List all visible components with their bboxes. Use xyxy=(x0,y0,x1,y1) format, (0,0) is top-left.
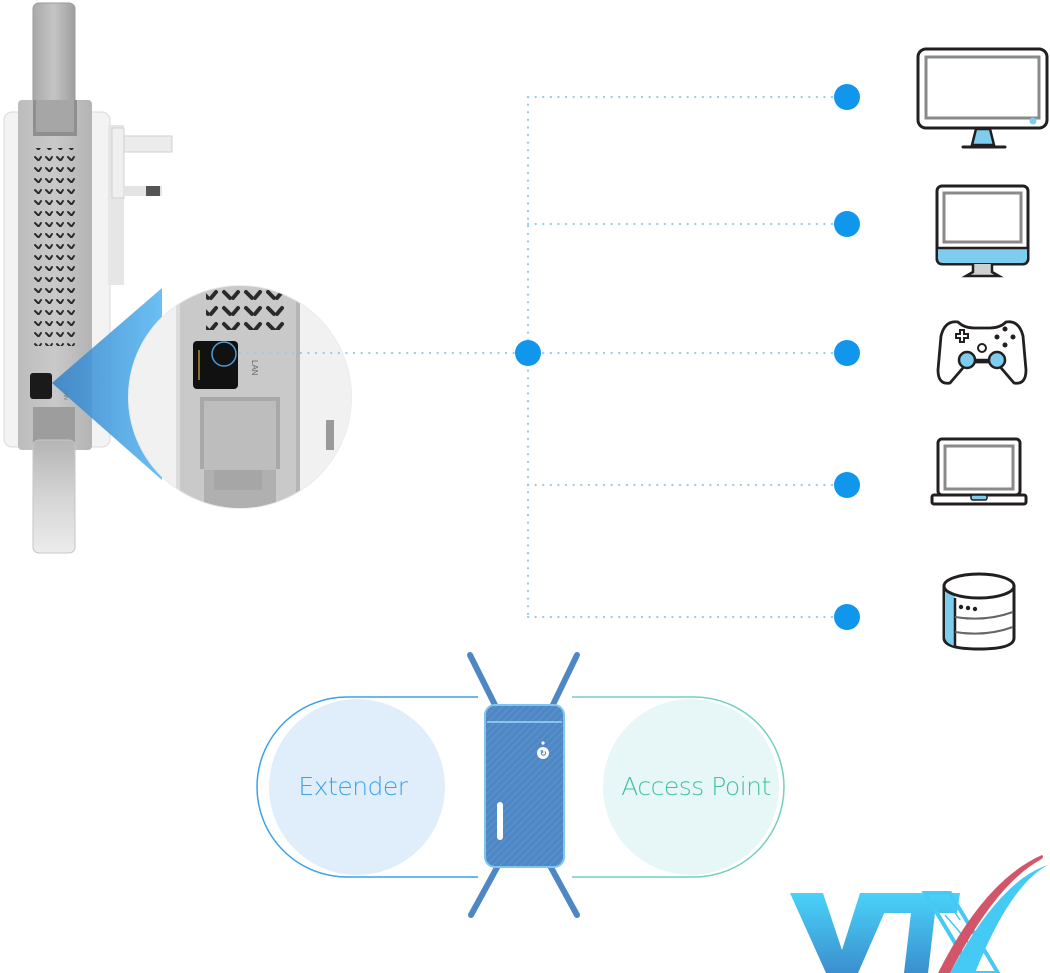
plug-pin-bottom xyxy=(124,186,162,196)
network-dotted-lines xyxy=(238,95,837,619)
range-extender-device: LAN xyxy=(3,2,173,554)
mode-switch: ↻ Extender Access Point xyxy=(256,652,785,918)
access-point-mode-label[interactable]: Access Point xyxy=(621,772,771,801)
wps-button-icon xyxy=(537,747,549,759)
lan-port-zoomed xyxy=(193,341,238,389)
extender-mode-label[interactable]: Extender xyxy=(298,772,409,801)
hub-node xyxy=(515,340,541,366)
led-strip xyxy=(497,802,503,840)
database-icon xyxy=(942,572,1016,651)
lan-label-small: LAN xyxy=(62,390,68,400)
antenna-hinge-bottom xyxy=(33,407,75,445)
gamepad-icon xyxy=(936,320,1028,385)
access-point-mode-bubble[interactable] xyxy=(603,699,779,875)
desktop-icon xyxy=(935,184,1030,278)
endpoint-node-smart-tv xyxy=(834,84,860,110)
endpoint-node-game-console xyxy=(834,340,860,366)
plug-pin-top xyxy=(123,135,173,153)
svg-text:↻: ↻ xyxy=(540,749,547,758)
logo-swoosh-red xyxy=(938,855,1044,973)
network-nodes xyxy=(515,84,860,630)
lan-label-zoomed: LAN xyxy=(250,360,259,376)
endpoint-node-laptop xyxy=(834,472,860,498)
extender-mode-bubble[interactable] xyxy=(269,699,445,875)
vent-grille-zoomed xyxy=(206,286,286,330)
endpoint-node-nas-storage xyxy=(834,604,860,630)
lan-port-small xyxy=(30,373,52,399)
power-plug-body xyxy=(111,127,125,199)
lan-port-highlight xyxy=(211,341,237,367)
mode-switch-left-outline xyxy=(256,696,478,878)
tv-icon xyxy=(916,47,1049,149)
mini-extender-body xyxy=(484,704,565,868)
logo-swoosh-blue xyxy=(950,865,1048,973)
magnified-port-view: LAN xyxy=(128,285,352,509)
logo-letter-v xyxy=(790,893,893,973)
laptop-icon xyxy=(930,437,1028,506)
endpoint-node-desktop-computer xyxy=(834,211,860,237)
vtx-logo xyxy=(790,855,1048,973)
vent-grille xyxy=(34,148,76,346)
mode-switch-right-outline xyxy=(572,696,785,878)
lower-antenna xyxy=(32,439,76,554)
